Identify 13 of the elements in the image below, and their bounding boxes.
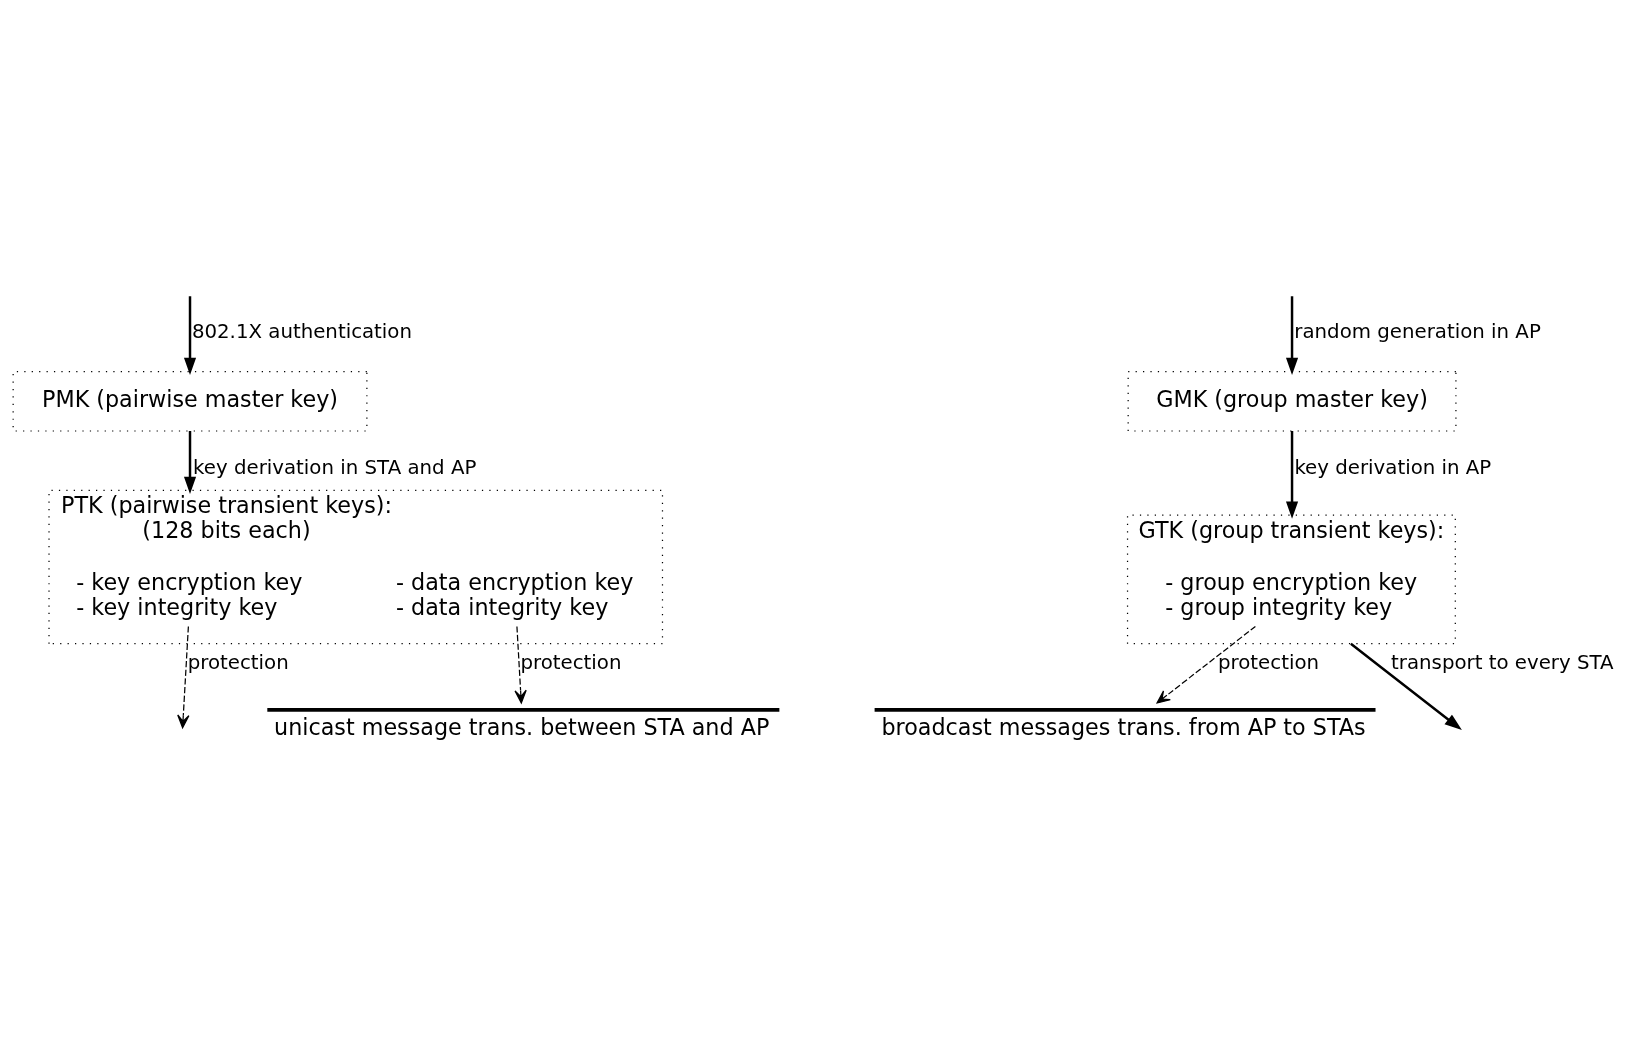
edge-label: key derivation in AP xyxy=(1294,455,1492,479)
edge-label: transport to every STA xyxy=(1391,650,1614,674)
edge-label: protection xyxy=(187,650,289,674)
node-text: - group encryption key - group integrity key xyxy=(1165,568,1418,620)
edge-label: protection xyxy=(520,650,622,674)
edge-label: protection xyxy=(1218,650,1320,674)
node-text: unicast message trans. between STA and AP xyxy=(274,713,770,740)
node-text: - key encryption key - key integrity key xyxy=(76,568,303,620)
edge-label: 802.1X authentication xyxy=(191,319,412,343)
node-text: - data encryption key - data integrity key xyxy=(395,568,634,620)
edge-label: random generation in AP xyxy=(1294,319,1541,343)
edge-label: key derivation in STA and AP xyxy=(193,455,477,479)
node-text: broadcast messages trans. from AP to STAs xyxy=(881,713,1366,740)
